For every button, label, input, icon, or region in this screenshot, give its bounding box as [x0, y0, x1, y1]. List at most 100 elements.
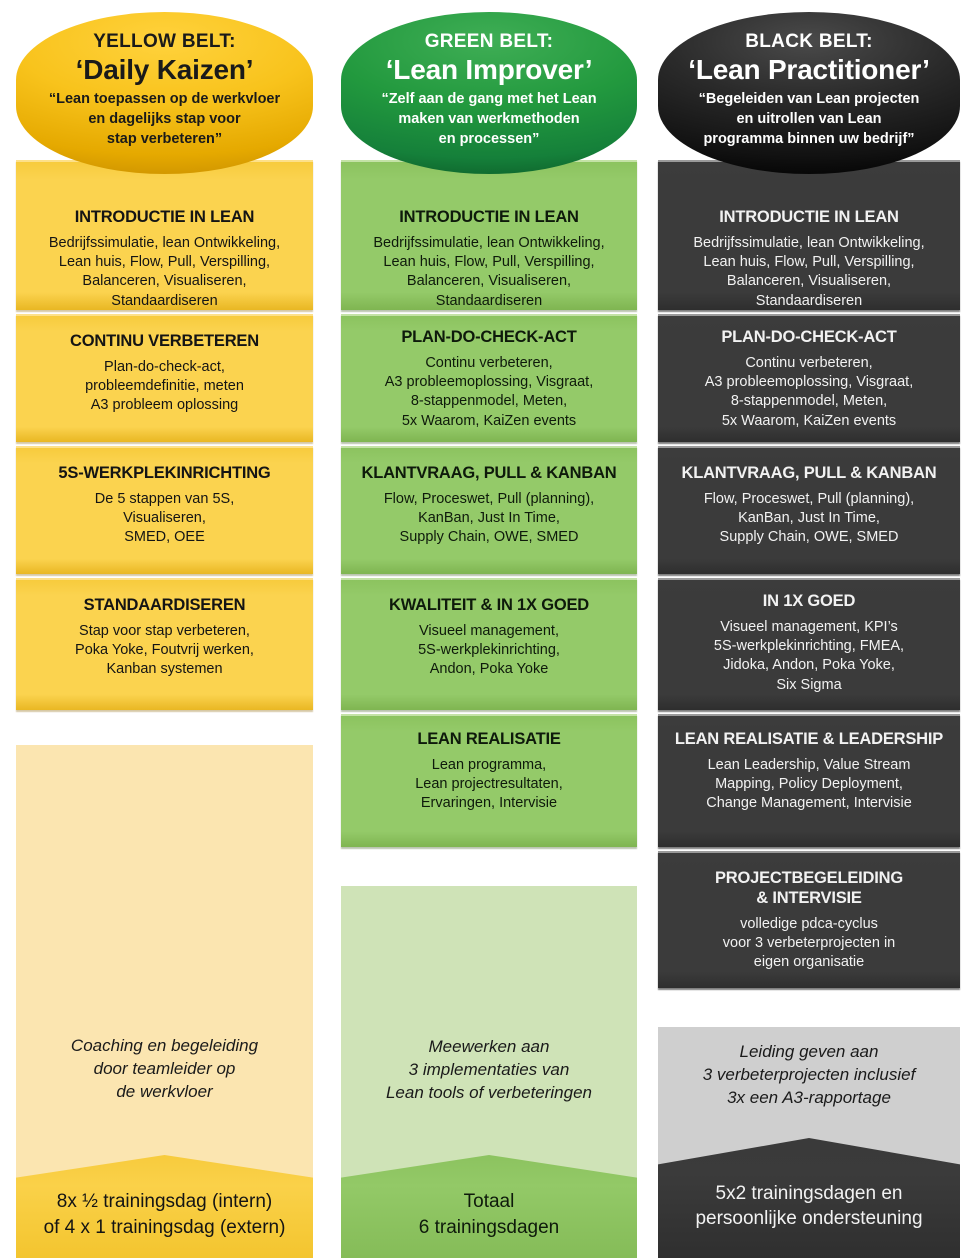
duration-text: 5x2 trainingsdagen en persoonlijke onder…	[695, 1181, 922, 1231]
module-line: Lean projectresultaten,	[415, 776, 563, 793]
module-block[interactable]: 5S-WERKPLEKINRICHTING De 5 stappen van 5…	[16, 446, 313, 574]
module-block[interactable]: KWALITEIT & IN 1X GOED Visueel managemen…	[341, 578, 637, 710]
module-block[interactable]: IN 1X GOED Visueel management, KPI’s 5S-…	[658, 578, 960, 710]
module-line: Six Sigma	[776, 676, 842, 693]
module-line: Stap voor stap verbeteren,	[79, 622, 250, 639]
module-line: Jidoka, Andon, Poka Yoke,	[723, 657, 895, 674]
module-line: 8-stappenmodel, Meten,	[730, 393, 888, 410]
module-line: Bedrijfssimulatie, lean Ontwikkeling,	[693, 234, 925, 251]
module-block[interactable]: INTRODUCTIE IN LEAN Bedrijfssimulatie, l…	[658, 160, 960, 310]
module-line: Andon, Poka Yoke	[429, 661, 549, 678]
module-line: Flow, Proceswet, Pull (planning),	[703, 490, 915, 507]
duration-line: persoonlijke ondersteuning	[695, 1208, 923, 1229]
duration-line: 6 trainingsdagen	[418, 1216, 560, 1238]
duration-line: 8x ½ trainingsdag (intern)	[56, 1191, 273, 1213]
duration-banner[interactable]: 5x2 trainingsdagen en persoonlijke onder…	[658, 1138, 960, 1258]
module-title: CONTINU VERBETEREN	[70, 332, 259, 350]
belt-title: ‘Lean Practitioner’	[688, 53, 930, 85]
module-body: Visueel management, 5S-werkplekinrichtin…	[351, 622, 627, 680]
module-block[interactable]: LEAN REALISATIE & LEADERSHIP Lean Leader…	[658, 714, 960, 847]
module-body: Visueel management, KPI’s 5S-werkplekinr…	[668, 618, 950, 695]
outcome-text: Meewerken aan 3 implementaties van Lean …	[386, 1036, 592, 1105]
module-body: Flow, Proceswet, Pull (planning), KanBan…	[351, 490, 627, 548]
tagline-line: “Zelf aan de gang met het Lean	[381, 91, 597, 108]
module-line: Supply Chain, OWE, SMED	[719, 529, 899, 546]
module-line: Bedrijfssimulatie, lean Ontwikkeling,	[48, 234, 281, 251]
outcome-line: Coaching en begeleiding	[70, 1036, 259, 1055]
belt-header-yellow: YELLOW BELT: ‘Daily Kaizen’ “Lean toepas…	[16, 12, 313, 174]
duration-line: Totaal	[463, 1191, 515, 1213]
module-line: Visueel management, KPI’s	[720, 618, 898, 635]
module-body: Stap voor stap verbeteren, Poka Yoke, Fo…	[26, 622, 303, 680]
module-line: Standaardiseren	[755, 292, 863, 309]
module-block[interactable]: KLANTVRAAG, PULL & KANBAN Flow, Proceswe…	[341, 446, 637, 574]
module-line: A3 probleemoplossing, Visgraat,	[704, 374, 914, 391]
tagline-line: maken van werkmethoden	[398, 111, 580, 128]
module-body: Bedrijfssimulatie, lean Ontwikkeling, Le…	[26, 234, 303, 311]
module-line: voor 3 verbeterprojecten in	[722, 934, 896, 951]
module-body: volledige pdca-cyclus voor 3 verbeterpro…	[668, 915, 950, 973]
module-body: De 5 stappen van 5S, Visualiseren, SMED,…	[26, 490, 303, 548]
module-stack-black: INTRODUCTIE IN LEAN Bedrijfssimulatie, l…	[658, 160, 960, 992]
module-line: Poka Yoke, Foutvrij werken,	[75, 642, 254, 659]
belt-column-yellow: YELLOW BELT: ‘Daily Kaizen’ “Lean toepas…	[16, 0, 313, 1258]
tagline-line: stap verbeteren”	[106, 130, 223, 147]
module-line: KanBan, Just In Time,	[738, 510, 880, 527]
module-body: Continu verbeteren, A3 probleemoplossing…	[351, 354, 627, 431]
module-line: Bedrijfssimulatie, lean Ontwikkeling,	[373, 234, 605, 251]
duration-text: Totaal 6 trainingsdagen	[419, 1189, 560, 1239]
duration-line: 5x2 trainingsdagen en	[715, 1182, 903, 1204]
belt-level-label: YELLOW BELT:	[93, 30, 236, 52]
module-body: Bedrijfssimulatie, lean Ontwikkeling, Le…	[668, 234, 950, 311]
module-block[interactable]: CONTINU VERBETEREN Plan-do-check-act, pr…	[16, 314, 313, 442]
module-block[interactable]: KLANTVRAAG, PULL & KANBAN Flow, Proceswe…	[658, 446, 960, 574]
duration-banner[interactable]: 8x ½ trainingsdag (intern) of 4 x 1 trai…	[16, 1155, 313, 1258]
module-line: Lean huis, Flow, Pull, Verspilling,	[703, 254, 915, 271]
module-line: A3 probleem oplossing	[90, 397, 239, 414]
module-line: 8-stappenmodel, Meten,	[410, 393, 568, 410]
module-title: KWALITEIT & IN 1X GOED	[388, 596, 590, 614]
module-body: Plan-do-check-act, probleemdefinitie, me…	[26, 358, 303, 416]
module-block[interactable]: INTRODUCTIE IN LEAN Bedrijfssimulatie, l…	[341, 160, 637, 310]
outcome-line: 3 implementaties van	[408, 1059, 570, 1079]
belt-tagline: “Zelf aan de gang met het Lean maken van…	[381, 90, 596, 149]
module-line: Kanban systemen	[106, 661, 223, 678]
belt-column-black: BLACK BELT: ‘Lean Practitioner’ “Begelei…	[658, 0, 960, 1258]
module-title: INTRODUCTIE IN LEAN	[74, 208, 255, 226]
belt-title: ‘Daily Kaizen’	[75, 53, 254, 85]
module-line: 5x Waarom, KaiZen events	[401, 412, 577, 429]
module-line: Change Management, Intervisie	[706, 795, 912, 812]
belt-tagline: “Lean toepassen op de werkvloer en dagel…	[49, 90, 280, 149]
tagline-line: “Lean toepassen op de werkvloer	[48, 91, 281, 108]
module-line: Lean programma,	[431, 756, 547, 773]
module-line: Lean huis, Flow, Pull, Verspilling,	[383, 254, 595, 271]
module-block[interactable]: PROJECTBEGELEIDING & INTERVISIE volledig…	[658, 851, 960, 988]
outcome-line: door teamleider op	[93, 1058, 236, 1078]
module-line: volledige pdca-cyclus	[740, 915, 878, 932]
outcome-text: Leiding geven aan 3 verbeterprojecten in…	[703, 1041, 916, 1110]
module-body: Continu verbeteren, A3 probleemoplossing…	[668, 354, 950, 431]
module-block[interactable]: INTRODUCTIE IN LEAN Bedrijfssimulatie, l…	[16, 160, 313, 310]
module-line: SMED, OEE	[124, 529, 205, 546]
tagline-line: “Begeleiden van Lean projecten	[698, 91, 920, 108]
module-title: KLANTVRAAG, PULL & KANBAN	[361, 464, 617, 482]
outcome-panel: Meewerken aan 3 implementaties van Lean …	[341, 886, 637, 1185]
module-line: KanBan, Just In Time,	[418, 510, 560, 527]
tagline-line: en dagelijks stap voor	[88, 111, 241, 128]
module-block[interactable]: LEAN REALISATIE Lean programma, Lean pro…	[341, 714, 637, 847]
module-line: Ervaringen, Intervisie	[420, 795, 558, 812]
module-block[interactable]: PLAN-DO-CHECK-ACT Continu verbeteren, A3…	[658, 314, 960, 442]
module-line: A3 probleemoplossing, Visgraat,	[384, 374, 594, 391]
outcome-line: de werkvloer	[116, 1081, 213, 1101]
module-title: LEAN REALISATIE	[417, 730, 561, 748]
module-line: 5x Waarom, KaiZen events	[721, 412, 897, 429]
module-block[interactable]: PLAN-DO-CHECK-ACT Continu verbeteren, A3…	[341, 314, 637, 442]
module-line: Standaardiseren	[111, 292, 218, 309]
module-line: eigen organisatie	[753, 954, 865, 971]
belt-header-black: BLACK BELT: ‘Lean Practitioner’ “Begelei…	[658, 12, 960, 174]
module-title: PLAN-DO-CHECK-ACT	[721, 328, 897, 346]
module-line: 5S-werkplekinrichting, FMEA,	[713, 638, 905, 655]
module-block[interactable]: STANDAARDISEREN Stap voor stap verbetere…	[16, 578, 313, 710]
duration-banner[interactable]: Totaal 6 trainingsdagen	[341, 1155, 637, 1258]
